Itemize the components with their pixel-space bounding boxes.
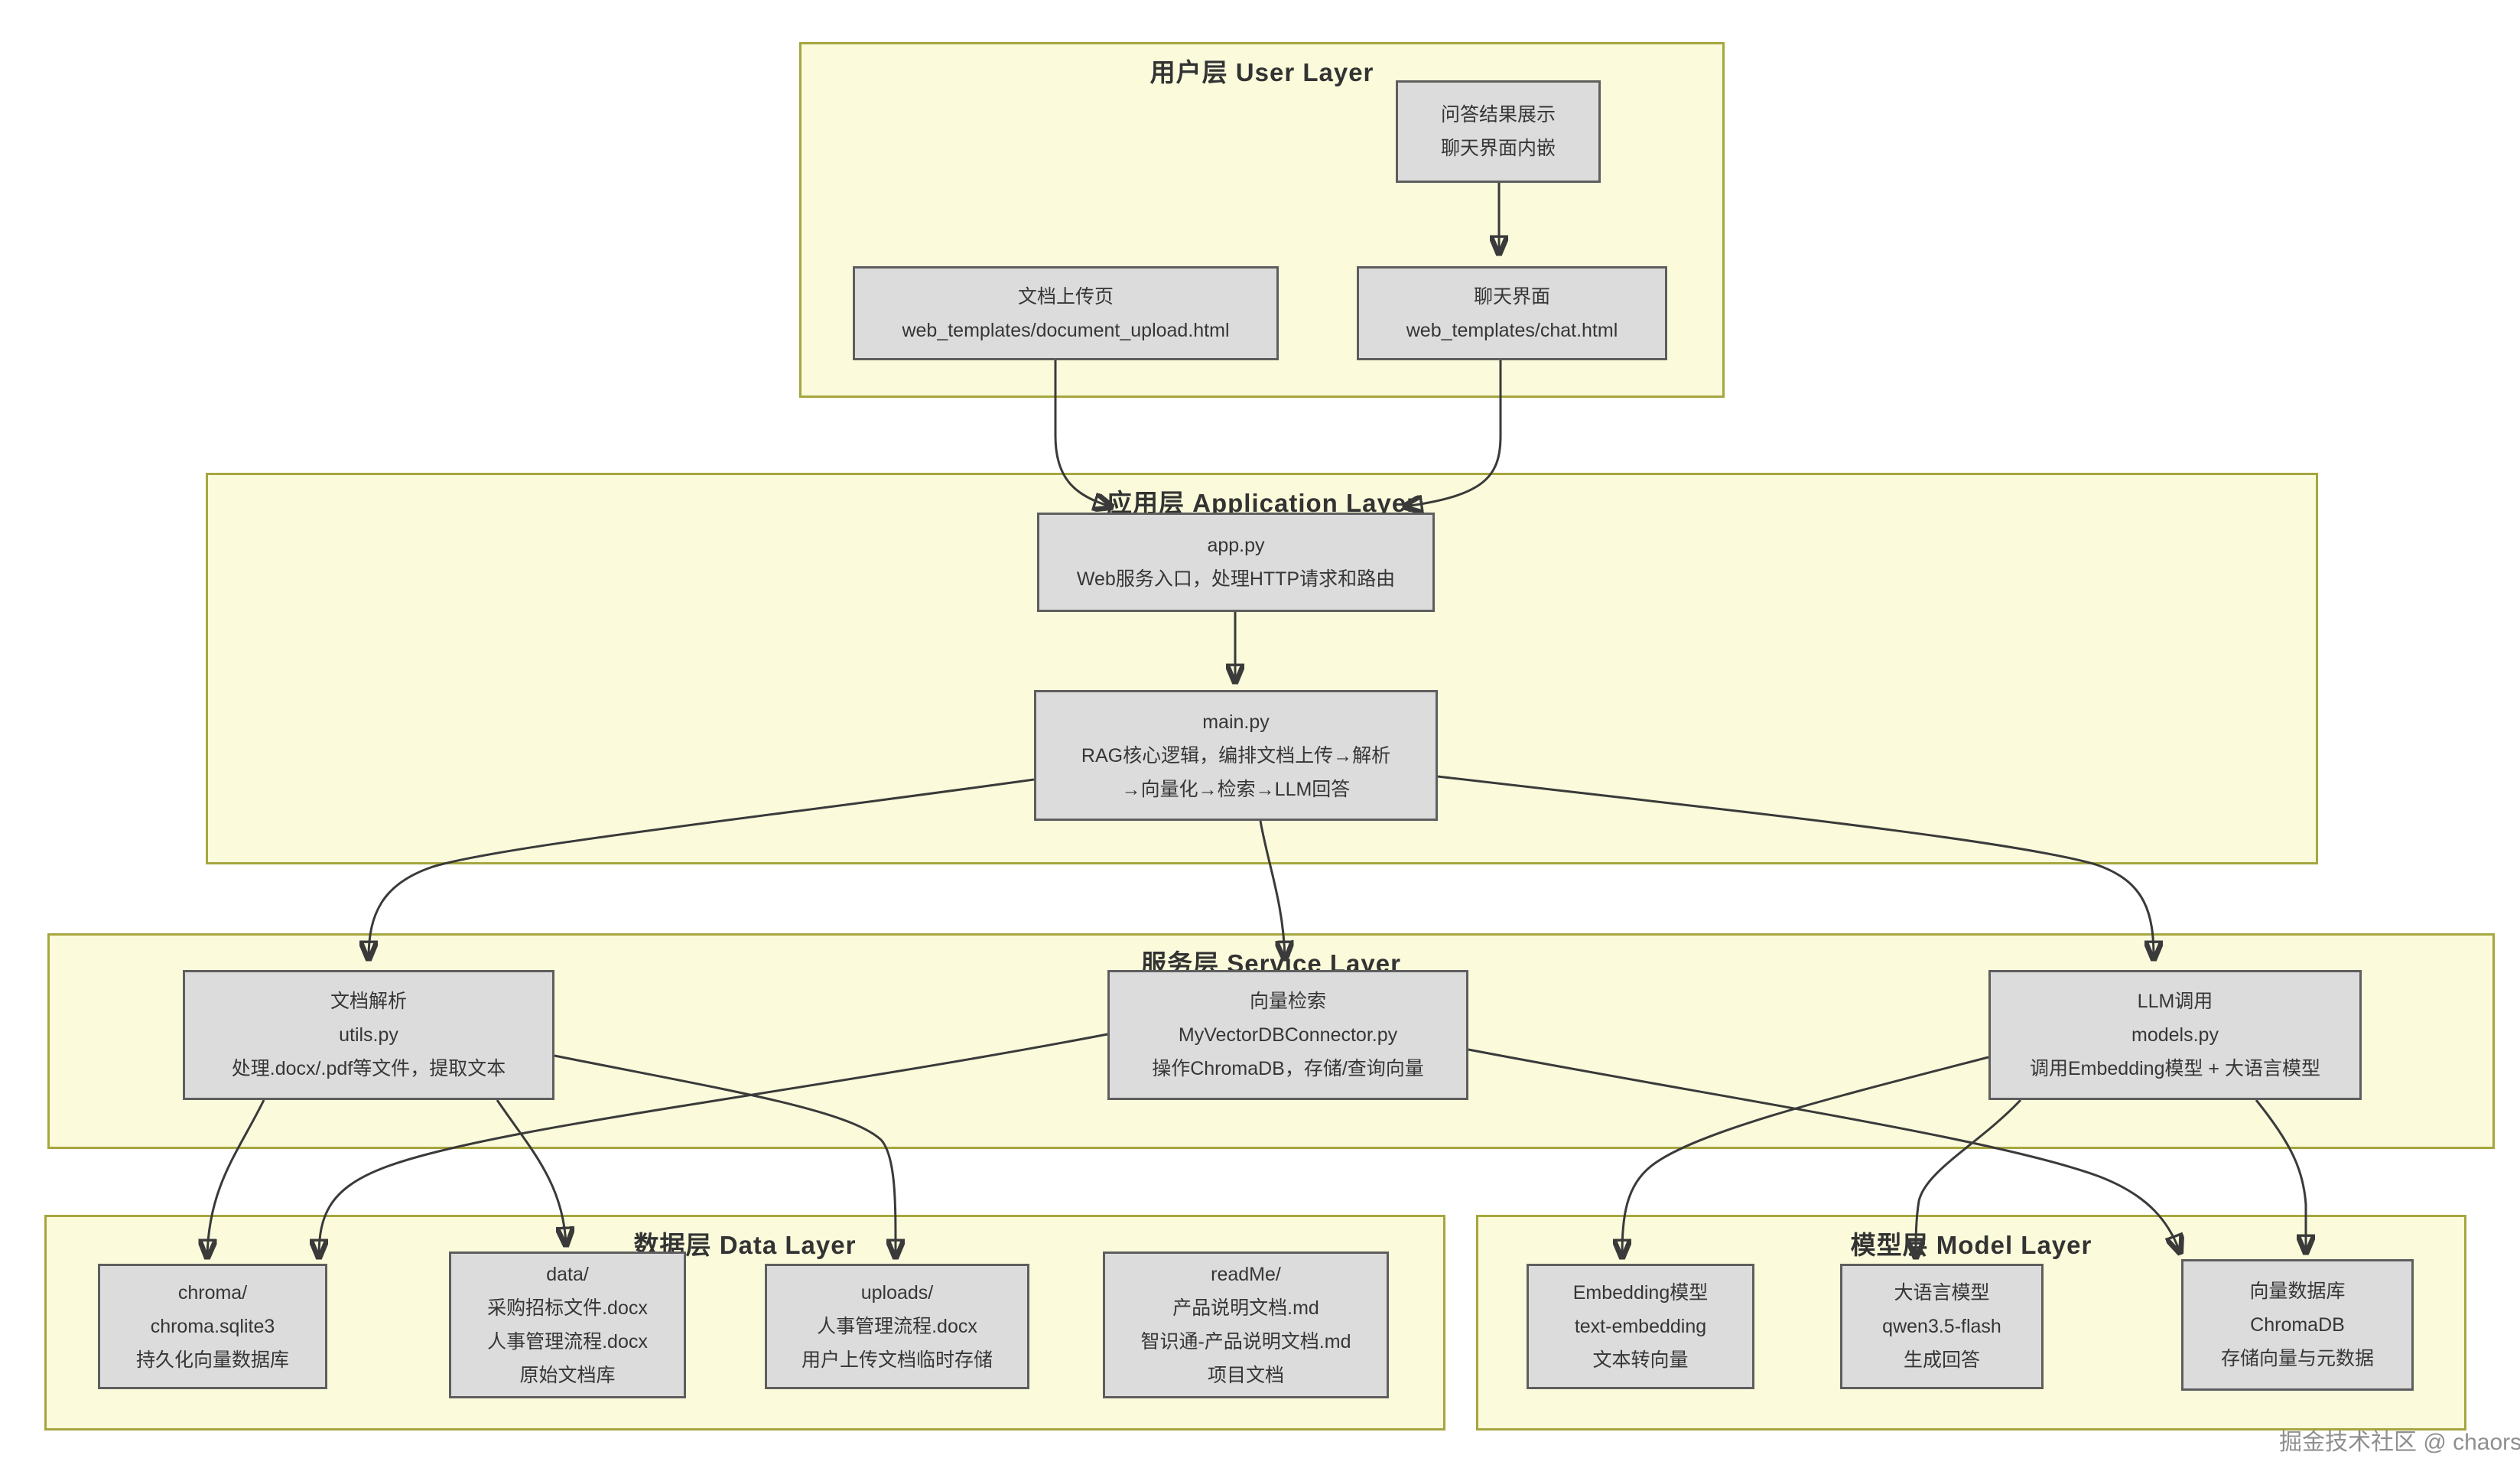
node-line: chroma/ <box>177 1282 248 1304</box>
node-line: Embedding模型 <box>1572 1282 1709 1304</box>
node-line: 问答结果展示 <box>1440 104 1556 125</box>
node-line: qwen3.5-flash <box>1882 1316 2001 1337</box>
node-line: 采购招标文件.docx <box>487 1297 648 1319</box>
node-line: 处理.docx/.pdf等文件，提取文本 <box>231 1058 506 1079</box>
node-line: ChromaDB <box>2250 1314 2345 1336</box>
node-line: text-embedding <box>1574 1316 1707 1337</box>
model-layer-title: 模型层 Model Layer <box>1850 1231 2092 1259</box>
node-line: 大语言模型 <box>1894 1282 1990 1304</box>
node-line: readMe/ <box>1211 1264 1281 1285</box>
node-embedding-model: Embedding模型 text-embedding 文本转向量 <box>1527 1264 1754 1389</box>
node-line: 人事管理流程.docx <box>487 1331 648 1352</box>
node-line: 生成回答 <box>1903 1349 1980 1371</box>
node-app-py: app.py Web服务入口，处理HTTP请求和路由 <box>1037 513 1435 612</box>
node-line: 持久化向量数据库 <box>135 1349 289 1371</box>
node-chroma-dir: chroma/ chroma.sqlite3 持久化向量数据库 <box>98 1264 327 1389</box>
node-line: RAG核心逻辑，编排文档上传→解析 <box>1081 744 1391 767</box>
node-line: 原始文档库 <box>519 1365 616 1386</box>
node-line: 聊天界面内嵌 <box>1440 138 1556 159</box>
node-llm-call: LLM调用 models.py 调用Embedding模型 + 大语言模型 <box>1988 970 2362 1100</box>
node-line: →向量化→检索→LLM回答 <box>1121 778 1351 800</box>
user-layer-title: 用户层 User Layer <box>1149 58 1374 86</box>
node-line: main.py <box>1202 711 1270 733</box>
node-main-py: main.py RAG核心逻辑，编排文档上传→解析 →向量化→检索→LLM回答 <box>1034 690 1438 821</box>
watermark: 掘金技术社区 @ chaors <box>2279 1430 2520 1455</box>
node-line: 文档解析 <box>330 991 407 1012</box>
node-uploads-dir: uploads/ 人事管理流程.docx 用户上传文档临时存储 <box>765 1264 1029 1389</box>
node-line: models.py <box>2131 1024 2219 1046</box>
node-readme-dir: readMe/ 产品说明文档.md 智识通-产品说明文档.md 项目文档 <box>1103 1252 1389 1398</box>
node-line: 操作ChromaDB，存储/查询向量 <box>1152 1058 1424 1079</box>
node-line: 人事管理流程.docx <box>817 1316 977 1337</box>
node-vector-search: 向量检索 MyVectorDBConnector.py 操作ChromaDB，存… <box>1107 970 1468 1100</box>
node-vector-db: 向量数据库 ChromaDB 存储向量与元数据 <box>2181 1259 2414 1391</box>
node-line: Web服务入口，处理HTTP请求和路由 <box>1076 568 1396 590</box>
node-line: chroma.sqlite3 <box>150 1316 275 1337</box>
node-line: 聊天界面 <box>1473 285 1550 308</box>
node-line: uploads/ <box>860 1282 934 1304</box>
node-line: LLM调用 <box>2137 991 2213 1012</box>
node-line: app.py <box>1207 535 1265 556</box>
node-line: 文本转向量 <box>1592 1349 1689 1371</box>
node-line: utils.py <box>339 1024 398 1046</box>
node-line: web_templates/document_upload.html <box>902 319 1230 341</box>
node-line: MyVectorDBConnector.py <box>1178 1024 1398 1046</box>
application-layer-title: 应用层 Application Layer <box>1106 489 1418 517</box>
node-line: data/ <box>546 1264 589 1285</box>
node-line: web_templates/chat.html <box>1406 319 1618 341</box>
node-line: 用户上传文档临时存储 <box>801 1349 993 1371</box>
node-line: 项目文档 <box>1207 1365 1284 1386</box>
node-data-dir: data/ 采购招标文件.docx 人事管理流程.docx 原始文档库 <box>449 1252 686 1398</box>
node-llm-model: 大语言模型 qwen3.5-flash 生成回答 <box>1840 1264 2044 1389</box>
node-line: 向量数据库 <box>2249 1281 2346 1302</box>
node-line: 调用Embedding模型 + 大语言模型 <box>2030 1058 2320 1079</box>
node-upload-page: 文档上传页 web_templates/document_upload.html <box>853 266 1279 360</box>
node-line: 文档上传页 <box>1017 285 1114 308</box>
node-line: 存储向量与元数据 <box>2220 1348 2374 1369</box>
node-utils: 文档解析 utils.py 处理.docx/.pdf等文件，提取文本 <box>183 970 554 1100</box>
node-line: 产品说明文档.md <box>1172 1297 1319 1319</box>
node-chat-page: 聊天界面 web_templates/chat.html <box>1357 266 1667 360</box>
node-qa-result: 问答结果展示 聊天界面内嵌 <box>1396 80 1601 183</box>
node-line: 智识通-产品说明文档.md <box>1140 1331 1351 1352</box>
node-line: 向量检索 <box>1249 991 1326 1012</box>
